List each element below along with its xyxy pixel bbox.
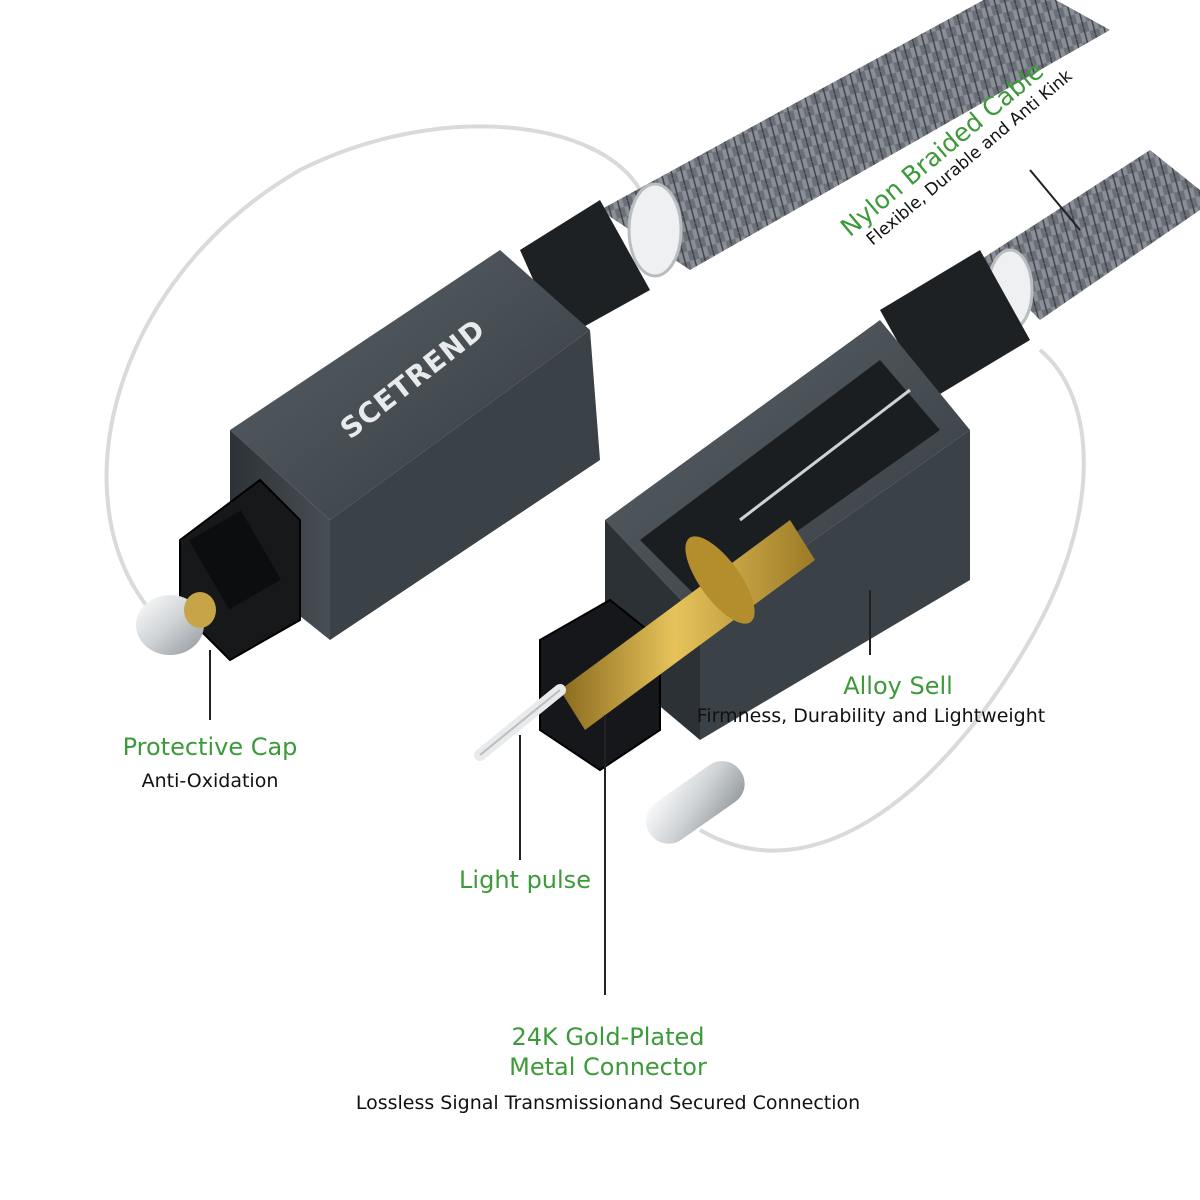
alloy-title: Alloy Sell bbox=[843, 672, 953, 700]
right-connector bbox=[474, 250, 1030, 844]
left-connector bbox=[136, 200, 650, 662]
alloy-subtitle: Firmness, Durability and Lightweight bbox=[696, 705, 1046, 727]
right-braided-cable bbox=[980, 150, 1200, 320]
left-strain-ring bbox=[627, 182, 683, 278]
cap-title: Protective Cap bbox=[122, 733, 298, 761]
left-braided-cable bbox=[600, 0, 1110, 270]
left-cap-tether bbox=[104, 124, 642, 612]
gold-title-line2: Metal Connector bbox=[509, 1053, 707, 1081]
gold-subtitle: Lossless Signal Transmissionand Secured … bbox=[355, 1092, 861, 1114]
nylon-leader-line bbox=[1029, 169, 1081, 231]
gold-title: 24K Gold-Plated Metal Connector bbox=[509, 1022, 707, 1082]
light-pulse-title: Light pulse bbox=[459, 866, 591, 894]
cap-subtitle: Anti-Oxidation bbox=[141, 770, 279, 792]
right-cap-tether bbox=[698, 348, 1086, 853]
gold-title-line1: 24K Gold-Plated bbox=[511, 1023, 705, 1051]
